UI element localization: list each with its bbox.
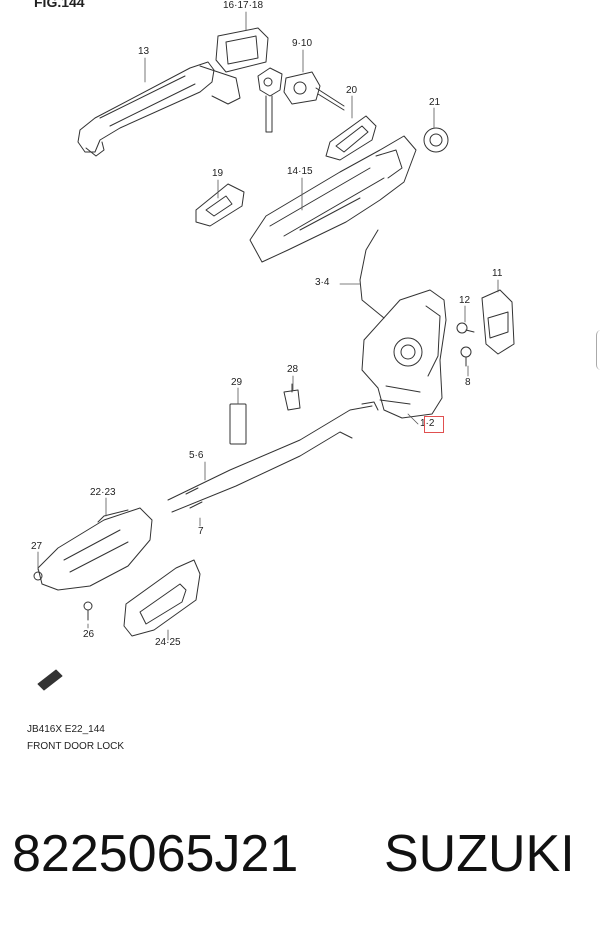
key-cylinder bbox=[283, 71, 345, 111]
callout-16-17-18: 16·17·18 bbox=[223, 0, 264, 11]
screw-8 bbox=[460, 346, 472, 367]
brand-name: SUZUKI bbox=[384, 825, 575, 883]
callout-13: 13 bbox=[138, 46, 150, 57]
callout-19: 19 bbox=[212, 168, 224, 179]
handle-base bbox=[249, 135, 417, 263]
gasket bbox=[325, 115, 377, 161]
callout-9-10: 9·10 bbox=[292, 38, 313, 49]
diagram-frame: FIG.144 bbox=[27, 0, 600, 752]
product-band bbox=[0, 775, 600, 932]
exploded-parts-drawing bbox=[33, 11, 515, 691]
callout-11: 11 bbox=[492, 268, 503, 279]
figure-title: FIG.144 bbox=[34, 0, 85, 10]
callout-21: 21 bbox=[429, 97, 441, 108]
screw-26 bbox=[83, 601, 93, 621]
fwd-arrow-icon bbox=[37, 669, 63, 691]
highlight-box bbox=[424, 416, 444, 433]
screw-27 bbox=[33, 571, 43, 581]
inside-handle bbox=[37, 507, 153, 591]
callout-22-23: 22·23 bbox=[90, 487, 116, 498]
striker bbox=[481, 289, 515, 355]
callout-7: 7 bbox=[198, 526, 204, 537]
lock-rod bbox=[359, 229, 385, 319]
callout-5-6: 5·6 bbox=[189, 450, 204, 461]
callout-26: 26 bbox=[83, 629, 95, 640]
part-number: 8225065J21 bbox=[12, 825, 299, 883]
sound-pad bbox=[229, 403, 247, 445]
callout-1-2: 1·2 bbox=[420, 418, 435, 429]
cable-clip bbox=[283, 383, 301, 411]
screw-12 bbox=[456, 322, 475, 334]
cables bbox=[167, 401, 379, 513]
handle-pad bbox=[195, 183, 245, 227]
grommet bbox=[423, 127, 449, 153]
callout-27: 27 bbox=[31, 541, 43, 552]
diagram-name: FRONT DOOR LOCK bbox=[27, 741, 125, 752]
callout-24-25: 24·25 bbox=[155, 637, 181, 648]
leader-lines bbox=[37, 11, 499, 641]
callout-8: 8 bbox=[465, 377, 471, 388]
inside-handle-bezel bbox=[123, 559, 201, 637]
diagram-code: JB416X E22_144 bbox=[27, 724, 105, 735]
door-lock-assembly bbox=[361, 289, 447, 419]
callout-12: 12 bbox=[459, 295, 471, 306]
callout-28: 28 bbox=[287, 364, 299, 375]
handle-cap bbox=[215, 27, 269, 73]
key bbox=[257, 67, 283, 133]
callout-20: 20 bbox=[346, 85, 358, 96]
outside-handle bbox=[77, 61, 241, 157]
callout-29: 29 bbox=[231, 377, 243, 388]
page-edge-mark bbox=[596, 330, 600, 370]
callout-14-15: 14·15 bbox=[287, 166, 313, 177]
callout-3-4: 3·4 bbox=[315, 277, 330, 288]
